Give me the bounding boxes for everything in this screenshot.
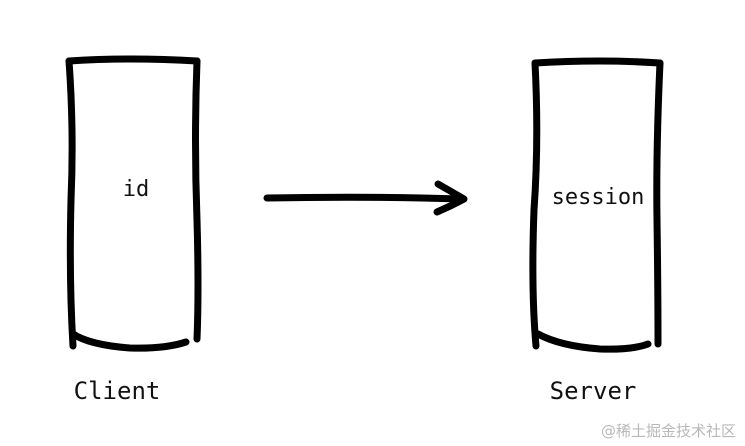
- client-box-right: [192, 57, 202, 343]
- client-box-left: [65, 57, 77, 350]
- client-box-bottom: [69, 330, 190, 352]
- arrow-head-icon: [433, 180, 468, 216]
- client-caption: Client: [74, 377, 161, 405]
- client-box: id: [65, 55, 202, 352]
- server-box-top: [531, 57, 664, 67]
- watermark-text: @稀土掘金技术社区: [601, 422, 736, 440]
- server-box: session: [529, 57, 664, 353]
- server-box-left: [529, 59, 541, 350]
- client-box-label: id: [123, 177, 150, 202]
- server-box-right: [653, 59, 664, 348]
- request-arrow: [263, 180, 468, 216]
- server-box-bottom: [534, 330, 652, 353]
- client-box-top: [65, 55, 201, 65]
- server-box-label: session: [552, 185, 645, 210]
- arrow-shaft: [263, 193, 466, 203]
- server-caption: Server: [550, 377, 637, 405]
